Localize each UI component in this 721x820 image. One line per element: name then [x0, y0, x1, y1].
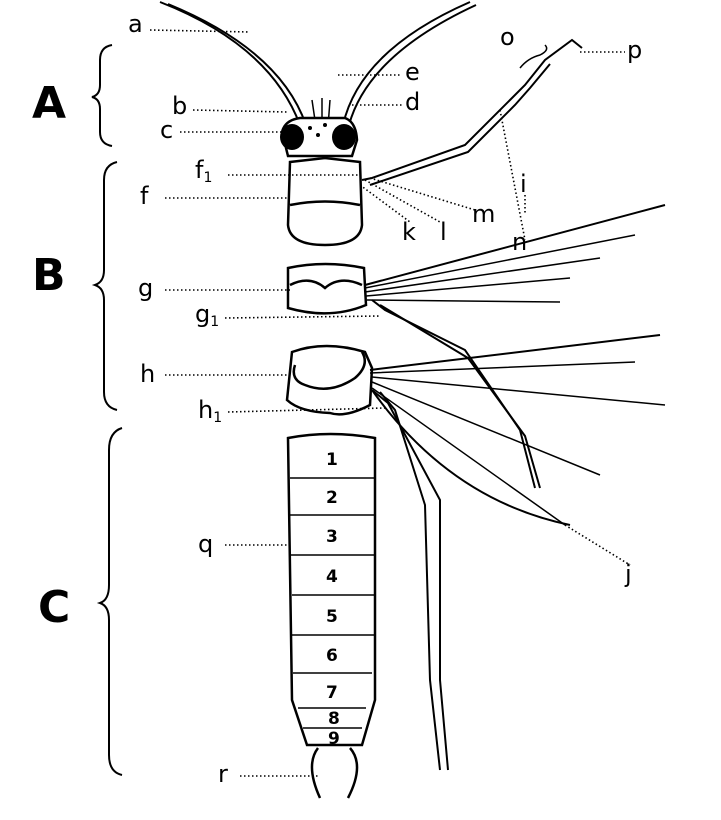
brace-A	[91, 44, 113, 147]
label-o: o	[500, 23, 515, 51]
label-j: j	[624, 560, 632, 588]
label-g: g	[138, 274, 153, 302]
antennae	[159, 1, 477, 128]
label-i: i	[520, 170, 527, 198]
label-b: b	[172, 92, 187, 120]
setae	[364, 204, 666, 526]
label-l: l	[440, 218, 447, 246]
prothorax	[286, 156, 364, 247]
label-g1: g1	[195, 300, 219, 330]
label-r: r	[218, 760, 228, 788]
bracket-o	[519, 44, 548, 69]
label-h: h	[140, 360, 155, 388]
svg-text:4: 4	[326, 567, 338, 587]
label-h1: h1	[198, 396, 222, 426]
metathorax	[285, 344, 374, 416]
label-k: k	[402, 218, 416, 246]
region-B-label: B	[32, 250, 66, 301]
label-d: d	[405, 88, 420, 116]
segment-numbers: 1 2 3 4 5 6 7 8 9	[326, 450, 340, 749]
svg-text:7: 7	[326, 683, 338, 703]
label-m: m	[472, 200, 495, 228]
region-A-label: A	[32, 78, 66, 129]
svg-text:2: 2	[326, 488, 338, 508]
svg-text:8: 8	[328, 709, 340, 729]
svg-text:3: 3	[326, 527, 338, 547]
label-a: a	[128, 10, 143, 38]
head	[280, 116, 359, 158]
svg-text:6: 6	[326, 646, 338, 666]
label-f: f	[140, 182, 149, 210]
label-e: e	[405, 58, 420, 86]
label-p: p	[627, 36, 642, 64]
svg-text:9: 9	[328, 729, 340, 749]
label-f1: f1	[195, 156, 212, 186]
legs	[361, 38, 583, 771]
leader-lines	[149, 29, 631, 777]
label-q: q	[198, 530, 213, 558]
svg-text:1: 1	[326, 450, 338, 470]
svg-text:5: 5	[326, 607, 338, 627]
brace-C	[96, 427, 123, 776]
abdomen	[286, 432, 377, 799]
brace-B	[91, 161, 118, 411]
region-C-label: C	[38, 582, 70, 633]
mesothorax	[286, 262, 368, 315]
label-c: c	[160, 116, 173, 144]
label-n: n	[512, 228, 527, 256]
